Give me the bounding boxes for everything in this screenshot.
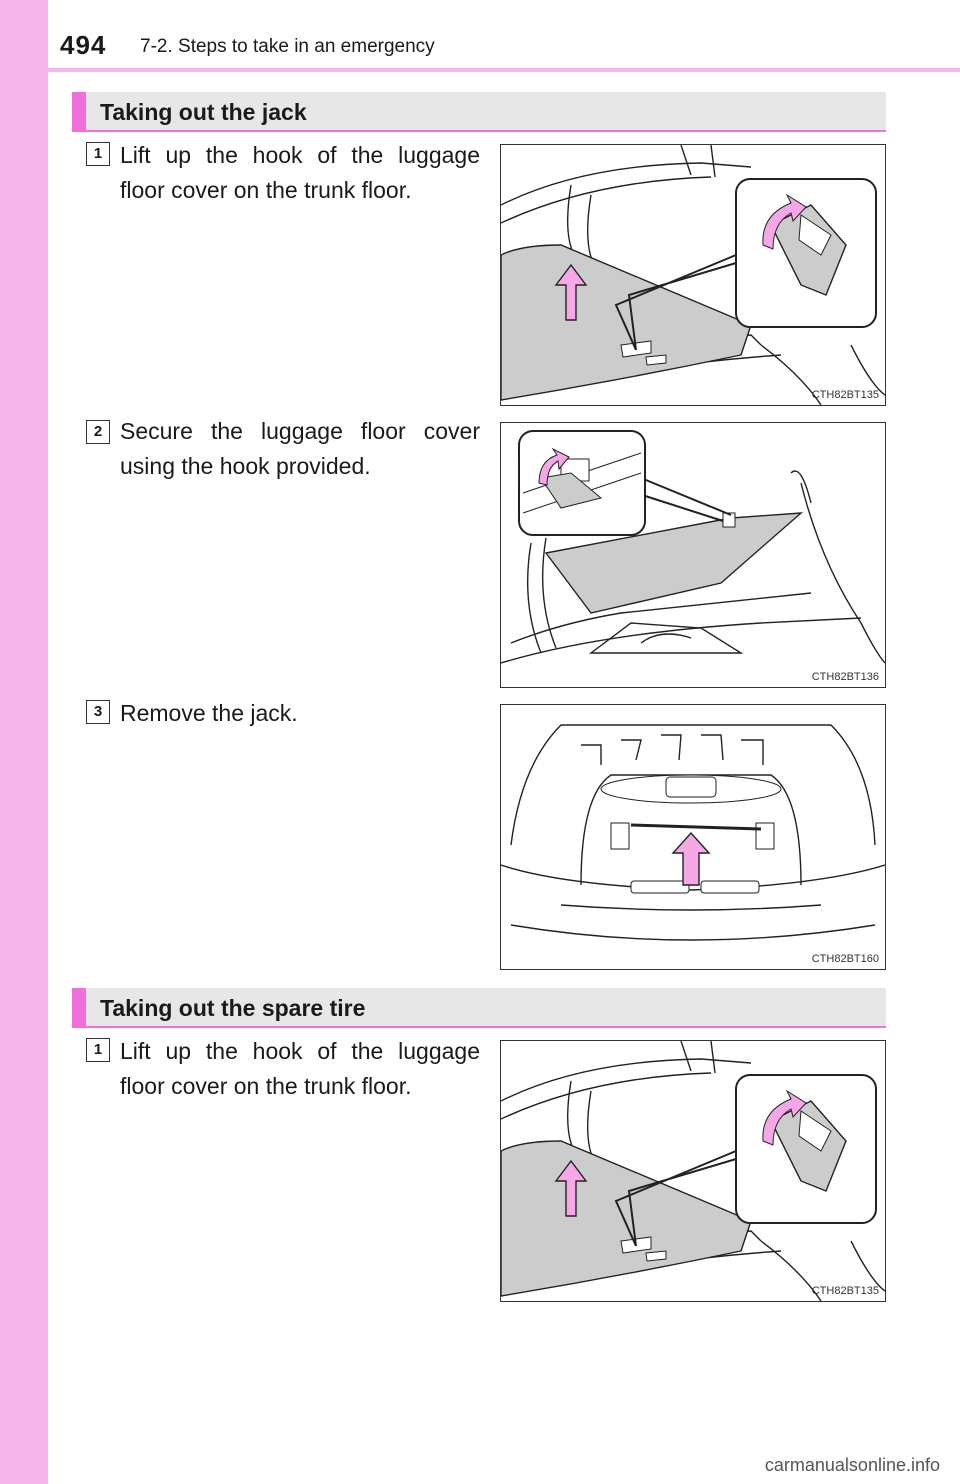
figure-code: CTH82BT135 [811, 389, 879, 401]
step-number: 2 [86, 420, 110, 444]
step-number: 1 [86, 1038, 110, 1062]
header-title: 7-2. Steps to take in an emergency [140, 36, 435, 57]
step-number: 3 [86, 700, 110, 724]
figure-code: CTH82BT136 [811, 671, 879, 683]
step-text: Lift up the hook of the luggage floor co… [120, 1038, 480, 1099]
trunk-hook-illustration [501, 145, 885, 405]
figure-remove-jack: CTH82BT160 [500, 704, 886, 970]
page-sidebar [0, 0, 48, 1484]
step-number: 1 [86, 142, 110, 166]
section-title: Taking out the jack [100, 99, 307, 125]
figure-code: CTH82BT135 [811, 1285, 879, 1297]
section-heading-spare-tire: Taking out the spare tire [72, 988, 886, 1028]
watermark: carmanualsonline.info [764, 1455, 940, 1475]
figure-trunk-hook-2: CTH82BT135 [500, 1040, 886, 1302]
figure-code: CTH82BT160 [811, 953, 879, 965]
figure-secure-cover: CTH82BT136 [500, 422, 886, 688]
page-number: 494 [60, 30, 107, 60]
figure-trunk-hook: CTH82BT135 [500, 144, 886, 406]
secure-cover-illustration [501, 430, 885, 664]
step-text: Remove the jack. [120, 700, 298, 726]
trunk-hook-illustration [501, 1041, 885, 1301]
section-title: Taking out the spare tire [100, 995, 366, 1021]
step-text: Secure the luggage floor cover using the… [120, 418, 480, 479]
section-heading-jack: Taking out the jack [72, 92, 886, 132]
header-divider [48, 68, 960, 72]
remove-jack-illustration [501, 724, 885, 941]
step-text: Lift up the hook of the luggage floor co… [120, 142, 480, 203]
